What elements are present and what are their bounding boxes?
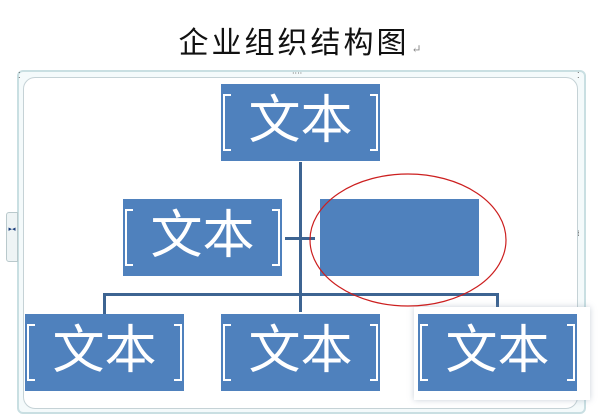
resize-handle-top-left[interactable]: ⁚	[18, 71, 21, 80]
org-node-assistant-left[interactable]: 文本	[123, 199, 282, 276]
org-node-assistant-right[interactable]	[320, 199, 479, 276]
annotation-ellipse	[309, 173, 507, 307]
connector-drop-right	[496, 293, 499, 314]
resize-handle-top[interactable]: ····	[292, 69, 303, 78]
resize-handle-right[interactable]: ⁞	[577, 229, 580, 238]
org-node-top[interactable]: 文本	[221, 84, 380, 161]
text-pane-toggle-button[interactable]: ▸◂	[6, 212, 18, 262]
connector-horizontal	[103, 293, 499, 296]
connector-assistant	[285, 237, 315, 240]
org-node-bottom-2[interactable]: 文本	[221, 314, 380, 391]
document-title: 企业组织结构图↵	[178, 26, 422, 61]
org-node-bottom-1[interactable]: 文本	[25, 314, 184, 391]
resize-handle-top-right[interactable]: ⁚	[577, 71, 580, 80]
paragraph-mark-icon: ↵	[411, 42, 422, 56]
org-node-bottom-3[interactable]: 文本	[418, 314, 577, 391]
connector-drop-left	[103, 293, 106, 314]
